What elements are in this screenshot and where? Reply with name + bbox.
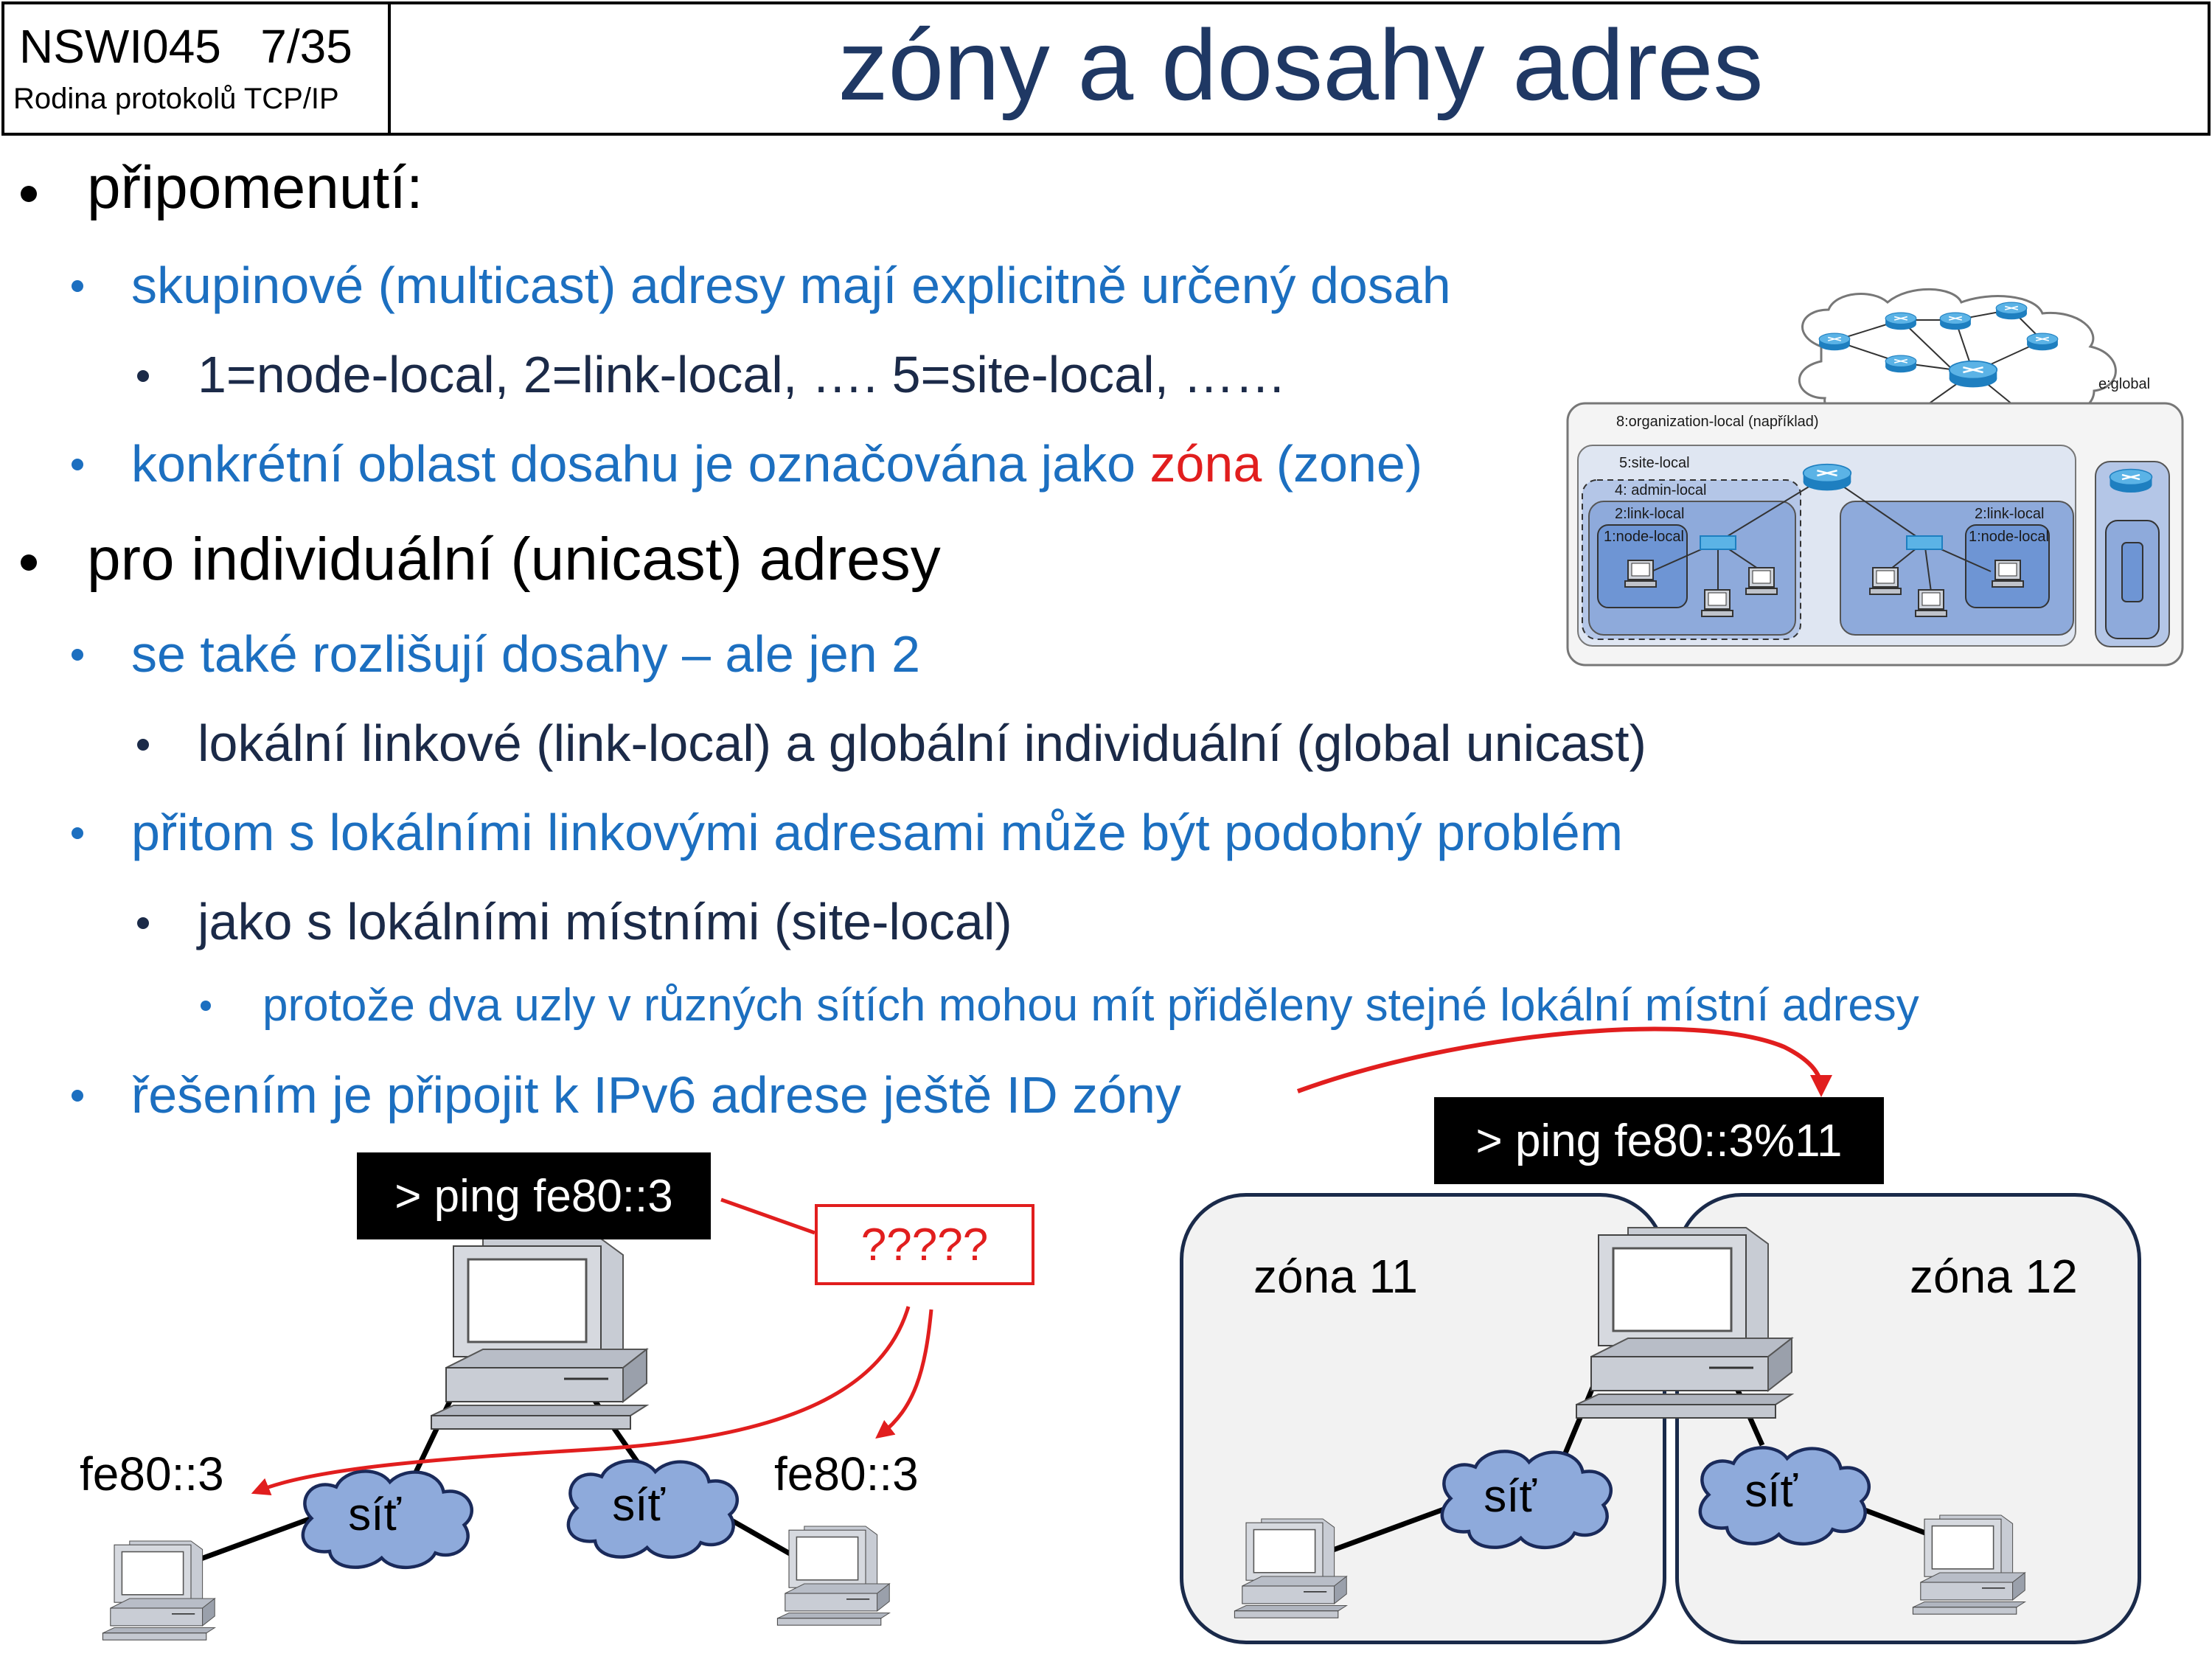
- arrow-to-left-host: [251, 1306, 911, 1496]
- bullet-dot: [72, 459, 83, 470]
- bullet-dot: [72, 827, 83, 839]
- course-code-line: NSWI045 7/35: [19, 19, 352, 74]
- bullet-link-global: lokální linkové (link-local) a globální …: [198, 714, 1646, 772]
- bullet-dot: [21, 186, 37, 202]
- left-example: síť síť: [102, 1197, 933, 1641]
- zone-12-label: zóna 12: [1910, 1250, 2078, 1303]
- slide-title: zóny a dosahy adres: [838, 9, 1764, 121]
- scope-link-right-label: 2:link-local: [1975, 506, 2044, 522]
- bullet-scope-values: 1=node-local, 2=link-local, …. 5=site-lo…: [198, 346, 1287, 403]
- arrow-to-right-host: [875, 1309, 933, 1439]
- bullet-reminder: připomenutí:: [87, 154, 423, 221]
- right-example: síť síť: [1234, 1026, 2026, 1618]
- scope-node-left-label: 1:node-local: [1604, 529, 1684, 545]
- bullet-dot: [137, 917, 149, 929]
- bullet-solution: řešením je připojit k IPv6 adrese ještě …: [131, 1066, 1181, 1124]
- scope-global-label: e:global: [2098, 376, 2150, 392]
- zone11-cloud-label: síť: [1484, 1471, 1537, 1522]
- bullet-dot: [137, 739, 149, 751]
- bullet-zone-definition: konkrétní oblast dosahu je označována ja…: [131, 435, 1423, 493]
- ping-command-with-zone: > ping fe80::3%11: [1434, 1097, 1884, 1184]
- scope-site-label: 5:site-local: [1619, 455, 1690, 471]
- scope-link-left-label: 2:link-local: [1615, 506, 1684, 522]
- address-right-host: fe80::3: [774, 1447, 919, 1500]
- bullet-two-scopes: se také rozlišují dosahy – ale jen 2: [131, 625, 921, 683]
- bullet-dot: [21, 554, 37, 571]
- bullet-dot: [201, 1001, 211, 1011]
- address-left-host: fe80::3: [80, 1447, 224, 1500]
- arrow-to-zone-command: [1296, 1026, 1832, 1097]
- scope-diagram: e:global 8:organization-local (například…: [1566, 288, 2184, 667]
- bullet-dot: [72, 1090, 83, 1102]
- bullet-unicast: pro individuální (unicast) adresy: [87, 526, 941, 593]
- course-name: Rodina protokolů TCP/IP: [13, 83, 339, 115]
- scope-org-label: 8:organization-local (například): [1616, 414, 1819, 430]
- header-course-box: [1, 1, 391, 136]
- bullet-dot: [137, 370, 149, 382]
- scope-admin-label: 4: admin-local: [1615, 482, 1707, 498]
- zone12-cloud-label: síť: [1745, 1466, 1798, 1517]
- zone-11-label: zóna 11: [1253, 1250, 1418, 1303]
- scope-node-right-label: 1:node-local: [1969, 529, 2049, 545]
- header-title-box: [391, 1, 2211, 136]
- ping-command-plain: > ping fe80::3: [357, 1152, 711, 1239]
- zone-highlight: zóna: [1150, 435, 1262, 493]
- bullet-problem: přitom s lokálními linkovými adresami mů…: [131, 804, 1624, 861]
- page-number: 7/35: [260, 20, 352, 73]
- bullet-site-local: jako s lokálními místními (site-local): [198, 893, 1012, 950]
- bullet-dot: [72, 649, 83, 661]
- bullet-dot: [72, 280, 83, 292]
- cloud-right-label: síť: [612, 1480, 665, 1531]
- cloud-left-label: síť: [348, 1489, 401, 1540]
- question-box: ?????: [815, 1204, 1034, 1285]
- bullet-same-addresses: protože dva uzly v různých sítích mohou …: [262, 980, 1919, 1031]
- course-code: NSWI045: [19, 20, 221, 73]
- bullet-multicast-scope: skupinové (multicast) adresy mají explic…: [131, 257, 1451, 314]
